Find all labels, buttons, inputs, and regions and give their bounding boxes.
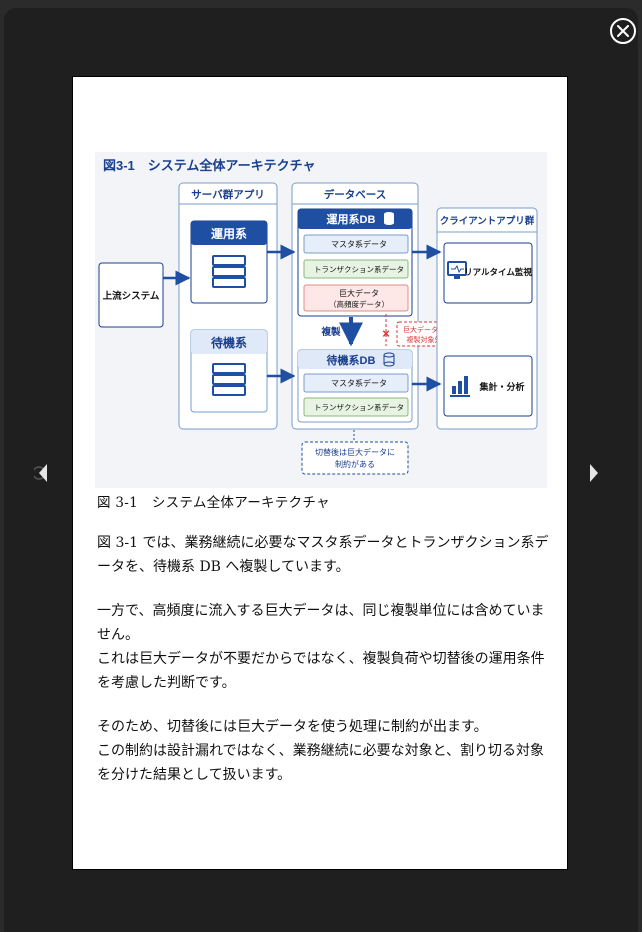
server-icon — [212, 255, 246, 288]
chevron-left-icon — [34, 464, 47, 482]
realtime-monitor-label: リアルタイム監視 — [464, 267, 532, 277]
figure-caption: 図 3-1 システム全体アーキテクチャ — [97, 495, 330, 511]
database-icon — [383, 352, 395, 367]
server-group-label: サーバ群アプリ — [191, 188, 264, 201]
chevron-right-icon — [590, 464, 598, 482]
excluded-note-line2: 複製対象外 — [407, 335, 442, 344]
body-paragraph: そのため、切替後には巨大データを使う処理に制約が出ます。この制約は設計漏れではな… — [97, 715, 549, 787]
upstream-system-label: 上流システム — [103, 290, 160, 302]
master-data-label: マスタ系データ — [331, 239, 387, 249]
paragraph-text: 一方で、高頻度に流入する巨大データは、同じ複製単位には含めていません。 — [97, 603, 545, 643]
active-server-label: 運用系 — [211, 226, 247, 241]
standby-master-data-label: マスタ系データ — [331, 378, 387, 388]
database-group-label: データベース — [324, 188, 386, 201]
monitor-icon — [447, 261, 467, 279]
paragraph-text: そのため、切替後には巨大データを使う処理に制約が出ます。 — [97, 719, 488, 735]
architecture-figure: 図3-1 システム全体アーキテクチャ 上流システム サーバ群アプリ 運用系 待機… — [95, 152, 547, 488]
next-page-button[interactable] — [584, 460, 604, 486]
analytics-label: 集計・分析 — [478, 381, 524, 392]
close-button[interactable] — [610, 18, 636, 44]
previous-page-button[interactable] — [34, 460, 54, 486]
transaction-data-label: トランザクション系データ — [314, 264, 404, 274]
huge-data-label: 巨大データ — [339, 288, 379, 298]
active-db-label: 運用系DB — [327, 212, 376, 226]
standby-db-label: 待機系DB — [326, 353, 376, 367]
switchover-note-line2: 制約がある — [335, 459, 375, 469]
server-icon — [212, 363, 246, 396]
standby-transaction-data-label: トランザクション系データ — [314, 402, 404, 412]
database-icon — [384, 212, 394, 225]
blocked-x-icon: × — [382, 326, 390, 341]
excluded-note-line1: 巨大データは — [403, 325, 445, 334]
client-group-label: クライアントアプリ群 — [440, 215, 535, 227]
bar-chart-icon — [450, 376, 470, 397]
close-icon — [617, 25, 629, 37]
document-page: 図3-1 システム全体アーキテクチャ 上流システム サーバ群アプリ 運用系 待機… — [72, 76, 568, 870]
body-paragraph: 一方で、高頻度に流入する巨大データは、同じ複製単位には含めていません。これは巨大… — [97, 599, 549, 695]
replication-label: 複製 — [320, 326, 341, 338]
switchover-note-line1: 切替後は巨大データに — [315, 447, 395, 457]
huge-data-sublabel: （高頻度データ） — [329, 299, 389, 309]
body-paragraph: 図 3-1 では、業務継続に必要なマスタ系データとトランザクション系データを、待… — [97, 531, 549, 579]
paragraph-text: これは巨大データが不要だからではなく、複製負荷や切替後の運用条件を考慮した判断で… — [97, 651, 545, 691]
paragraph-text: 図 3-1 では、業務継続に必要なマスタ系データとトランザクション系データを、待… — [97, 535, 549, 575]
figure-title: 図3-1 システム全体アーキテクチャ — [103, 158, 316, 173]
standby-server-label: 待機系 — [211, 335, 247, 350]
paragraph-text: この制約は設計漏れではなく、業務継続に必要な対象と、割り切る対象を分けた結果とし… — [97, 743, 545, 783]
